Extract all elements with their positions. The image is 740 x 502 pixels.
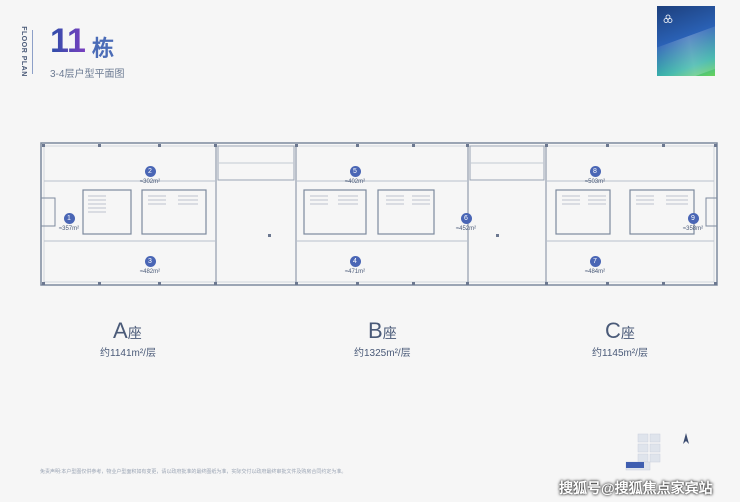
unit-5[interactable]: 5 ≈402m² — [331, 160, 379, 185]
unit-area: ≈402m² — [344, 179, 366, 185]
unit-area: ≈358m² — [682, 226, 704, 232]
unit-number-badge: 9 — [687, 213, 699, 224]
brand-logo — [657, 6, 715, 76]
building-number: 11 — [50, 22, 86, 60]
unit-area: ≈452m² — [455, 226, 477, 232]
unit-area: ≈471m² — [344, 269, 366, 275]
zone-c-area: 约1145m²/层 — [592, 348, 648, 359]
unit-number-badge: 7 — [589, 256, 601, 267]
page-subtitle: 3-4层户型平面图 — [50, 69, 125, 80]
unit-7[interactable]: 7 ≈484m² — [571, 250, 619, 275]
unit-9[interactable]: 9 ≈358m² — [669, 207, 717, 232]
unit-8[interactable]: 8 ≈503m² — [571, 160, 619, 185]
unit-number-badge: 1 — [63, 213, 75, 224]
title-divider — [32, 30, 33, 74]
unit-area: ≈484m² — [584, 269, 606, 275]
unit-area: ≈302m² — [139, 179, 161, 185]
watermark-text: 搜狐号@搜狐焦点家宾站 — [559, 480, 713, 496]
zone-a-label: A座 — [113, 318, 142, 343]
unit-area: ≈482m² — [139, 269, 161, 275]
floor-plan-drawing — [40, 142, 718, 286]
zone-b-area: 约1325m²/层 — [354, 348, 411, 359]
unit-3[interactable]: 3 ≈482m² — [126, 250, 174, 275]
zone-c-label: C座 — [605, 318, 635, 343]
zone-a-area: 约1141m²/层 — [100, 348, 156, 359]
unit-number-badge: 4 — [349, 256, 361, 267]
unit-number-badge: 2 — [144, 166, 156, 177]
unit-4[interactable]: 4 ≈471m² — [331, 250, 379, 275]
compass-north-icon — [683, 433, 689, 444]
unit-6[interactable]: 6 ≈452m² — [442, 207, 490, 232]
unit-number-badge: 8 — [589, 166, 601, 177]
unit-1[interactable]: 1 ≈357m² — [45, 207, 93, 232]
unit-number-badge: 3 — [144, 256, 156, 267]
unit-area: ≈357m² — [58, 226, 80, 232]
building-char: 栋 — [92, 36, 115, 61]
unit-number-badge: 5 — [349, 166, 361, 177]
zone-b-label: B座 — [368, 318, 397, 343]
unit-number-badge: 6 — [460, 213, 472, 224]
key-plan-icon — [625, 433, 661, 471]
unit-2[interactable]: 2 ≈302m² — [126, 160, 174, 185]
disclaimer-text: 免责声明:本户型图仅供参考，物业户型面积如有变更，请以政府批准的最终图纸为准，实… — [40, 469, 347, 475]
unit-area: ≈503m² — [584, 179, 606, 185]
logo-emblem-icon — [663, 14, 673, 23]
floor-plan-vertical-label: FLOOR PLAN — [19, 26, 27, 77]
